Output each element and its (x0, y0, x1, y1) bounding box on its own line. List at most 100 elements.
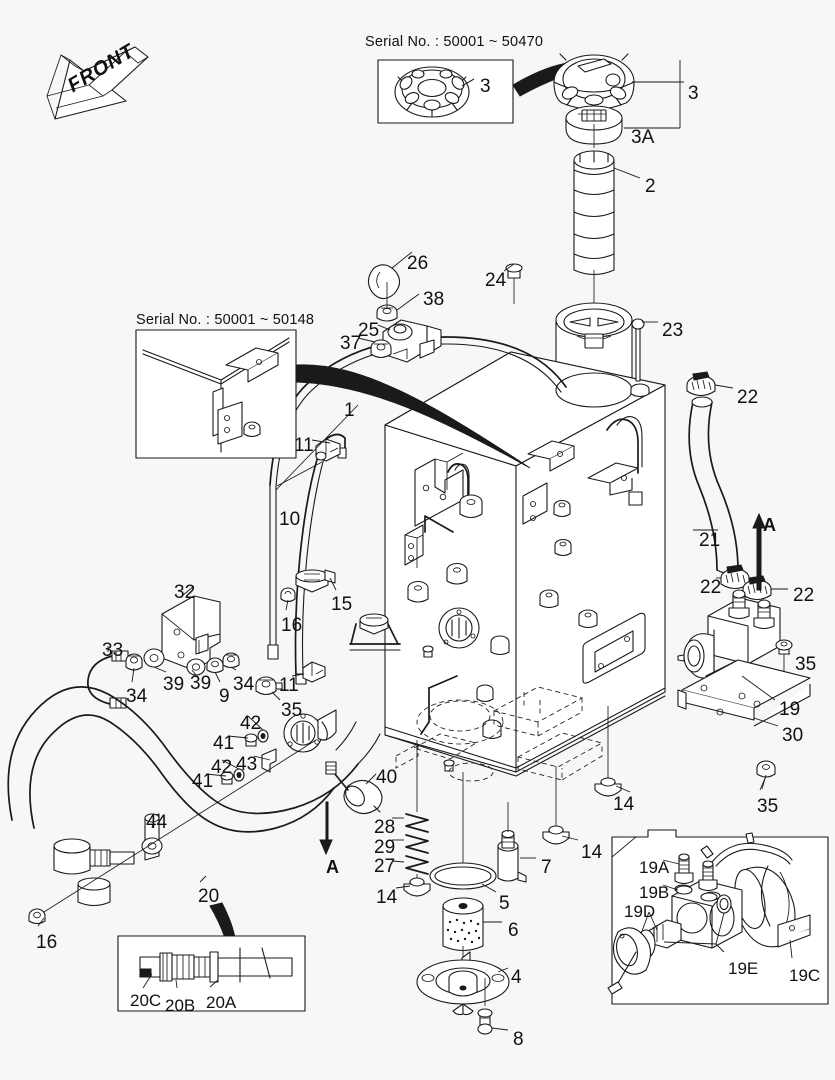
callout-5: 5 (499, 893, 510, 914)
callout-20b: 20B (165, 996, 196, 1015)
callout-11: 11 (294, 435, 314, 456)
strainer-element-part-2 (573, 124, 615, 306)
callout-19d: 19D (624, 902, 656, 921)
bolt-part-24 (505, 263, 523, 304)
u-bolt-part-33 (87, 650, 129, 709)
flange-part-4 (416, 951, 510, 1016)
callout-34: 34 (233, 674, 255, 695)
callout-22: 22 (793, 585, 815, 606)
callout-19: 19 (779, 699, 801, 720)
hose-part-21 (688, 396, 739, 574)
callout-8: 8 (513, 1029, 524, 1050)
bolt-part-14-c (403, 877, 431, 897)
callout-3: 3 (688, 83, 699, 104)
tank-access-cover (582, 612, 646, 684)
callout-20c: 20C (130, 991, 162, 1010)
spring-part-28 (405, 813, 429, 833)
clamp-part-15-upper (350, 613, 399, 645)
valve-part-7 (497, 802, 527, 883)
callout-40: 40 (376, 767, 398, 788)
bolt-part-14-a (594, 706, 622, 797)
callout-39: 39 (163, 674, 185, 695)
callout-35: 35 (281, 700, 303, 721)
callout-23: 23 (662, 320, 684, 341)
clamp-part-11-mid (302, 661, 326, 683)
nut-part-34-b (222, 652, 240, 669)
part-37-plug (370, 339, 392, 359)
callout-41: 41 (192, 771, 214, 792)
callout-3: 3 (480, 76, 491, 97)
callout-42: 42 (211, 757, 233, 778)
spring-part-29 (405, 834, 429, 854)
clamp-part-15 (295, 569, 336, 593)
o-ring-part-5 (429, 862, 497, 890)
bolt-part-41-a (244, 733, 258, 747)
callout-43: 43 (236, 754, 258, 775)
callout-15: 15 (331, 594, 353, 615)
tank-sender-flange (438, 607, 480, 649)
clamp-part-22-left (720, 564, 750, 590)
inset-pump-box (607, 829, 829, 1005)
damper-part-40 (325, 761, 383, 815)
callout-14: 14 (613, 794, 635, 815)
inset-hose-box (117, 935, 306, 1012)
hose-part-20 (7, 686, 381, 907)
callout-19e: 19E (728, 959, 759, 978)
callout-44: 44 (146, 812, 168, 833)
callout-41: 41 (213, 733, 235, 754)
washer-part-39-a (143, 648, 165, 668)
callout-30: 30 (782, 725, 804, 746)
front-arrow-icon (46, 46, 149, 120)
part-25-sender-body (382, 319, 442, 363)
callout-35: 35 (795, 654, 817, 675)
spring-part-27 (405, 855, 429, 875)
clamp-part-22-top (686, 371, 716, 397)
clamp-part-44 (141, 813, 163, 861)
washer-part-39-b (186, 658, 206, 676)
fuel-line-part-10 (294, 455, 325, 685)
callout-leaders (37, 60, 790, 1031)
callout-34: 34 (126, 686, 148, 707)
callout-14: 14 (376, 887, 398, 908)
inset-bracket-box (135, 329, 531, 469)
callout-a: A (326, 857, 339, 877)
callout-28: 28 (374, 817, 396, 838)
nut-part-34-a (125, 653, 143, 671)
strainer-part-6 (442, 897, 484, 960)
callout-39: 39 (190, 673, 212, 694)
section-arrow-a-up (752, 512, 766, 591)
bolt-part-8 (477, 978, 493, 1035)
section-arrow-a-down (319, 801, 333, 856)
callout-22: 22 (700, 577, 722, 598)
callout-14: 14 (581, 842, 603, 863)
callout-20: 20 (198, 886, 220, 907)
callout-42: 42 (240, 713, 262, 734)
clamp-part-11-top (315, 438, 341, 462)
callout-25: 25 (358, 320, 380, 341)
callout-24: 24 (485, 270, 507, 291)
callout-21: 21 (699, 530, 721, 551)
callout-32: 32 (174, 582, 196, 603)
callout-3a: 3A (631, 127, 655, 148)
callout-1: 1 (344, 400, 355, 421)
filler-cap-part-3 (553, 53, 635, 112)
callout-26: 26 (407, 253, 429, 274)
callout-19a: 19A (639, 858, 670, 877)
bolt-part-16-low (28, 908, 46, 925)
callout-7: 7 (541, 857, 552, 878)
callout-19b: 19B (639, 883, 670, 902)
callout-11: 11 (279, 675, 299, 696)
serial-note-top: Serial No. : 50001 ~ 50470 (365, 34, 544, 50)
callout-16: 16 (281, 615, 303, 636)
bolt-part-14-b (542, 766, 570, 845)
bolt-part-23 (631, 318, 645, 382)
callout-9: 9 (219, 686, 230, 707)
callout-20a: 20A (206, 993, 237, 1012)
callout-2: 2 (645, 176, 656, 197)
bolt-part-35-mid (255, 676, 283, 696)
callout-6: 6 (508, 920, 519, 941)
fuel-tank-body (384, 351, 666, 782)
inset-cap-box (377, 59, 606, 124)
part-26-float (367, 264, 401, 300)
